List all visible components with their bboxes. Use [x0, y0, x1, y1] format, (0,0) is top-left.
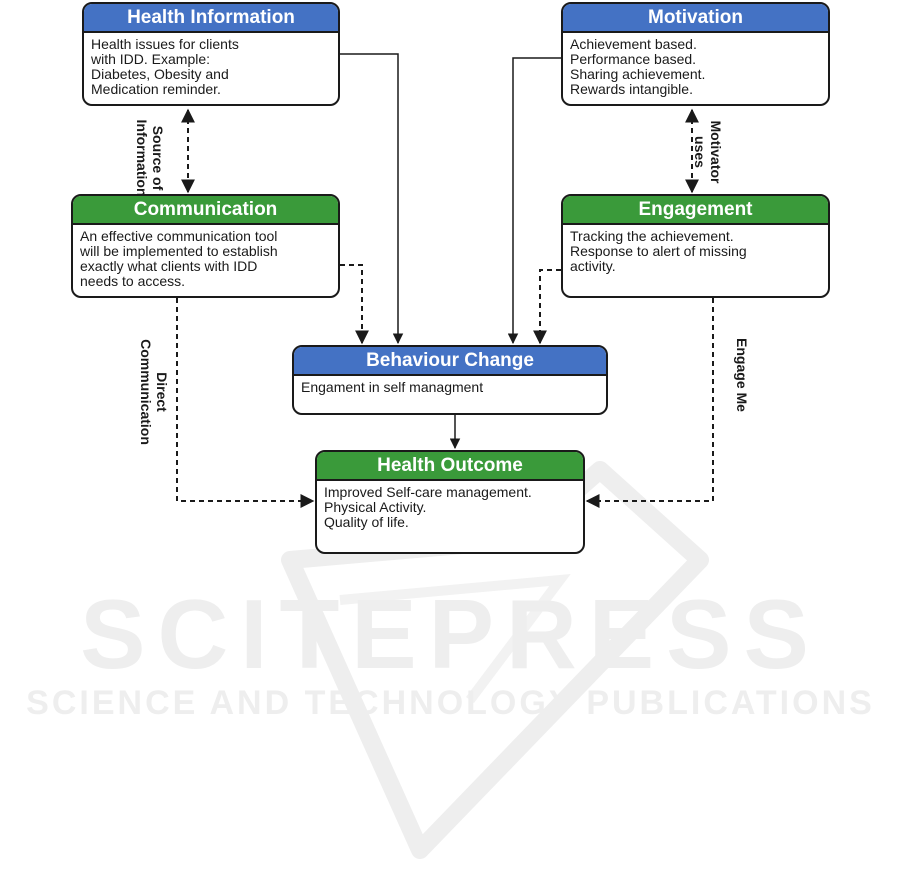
node-health-information: Health Information Health issues for cli… [82, 2, 340, 106]
body-line: Quality of life. [324, 514, 409, 530]
node-title: Engagement [563, 196, 828, 225]
body-line: will be implemented to establish [80, 243, 278, 259]
body-line: Rewards intangible. [570, 81, 693, 97]
body-line: Response to alert of missing [570, 243, 747, 259]
node-body: Achievement based. Performance based. Sh… [563, 33, 828, 101]
label-engage-me: Engage Me [734, 338, 750, 412]
label-direct-communication: Direct Communication [138, 339, 170, 445]
body-line: An effective communication tool [80, 228, 278, 244]
body-line: with IDD. Example: [91, 51, 211, 67]
label-source-of-information: Source of Information [134, 119, 166, 197]
body-line: Engament in self managment [301, 379, 484, 395]
node-title: Health Outcome [317, 452, 583, 481]
body-line: activity. [570, 258, 616, 274]
body-line: needs to access. [80, 273, 186, 289]
label-motivator-uses: Motivator uses [692, 120, 724, 184]
body-line: Improved Self-care management. [324, 484, 532, 500]
node-title: Communication [73, 196, 338, 225]
node-title: Health Information [84, 4, 338, 33]
edge-motivation-to-behaviour [507, 57, 561, 345]
node-body: Tracking the achievement. Response to al… [563, 225, 828, 278]
node-engagement: Engagement Tracking the achievement. Res… [561, 194, 830, 298]
node-title: Motivation [563, 4, 828, 33]
body-line: Performance based. [570, 51, 697, 67]
edge-engage-me [585, 298, 714, 508]
watermark-sub: SCIENCE AND TECHNOLOGY PUBLICATIONS [26, 684, 875, 722]
node-behaviour-change: Behaviour Change Engament in self managm… [292, 345, 608, 415]
body-line: Sharing achievement. [570, 66, 706, 82]
body-line: Physical Activity. [324, 499, 427, 515]
body-line: Achievement based. [570, 36, 697, 52]
node-motivation: Motivation Achievement based. Performanc… [561, 2, 830, 106]
edge-communication-to-behaviour [340, 264, 369, 345]
edge-engagement-to-behaviour [533, 269, 561, 345]
body-line: Medication reminder. [91, 81, 221, 97]
node-body: Health issues for clients with IDD. Exam… [84, 33, 338, 101]
edge-direct-communication [176, 298, 315, 508]
node-body: An effective communication tool will be … [73, 225, 338, 293]
node-body: Improved Self-care management. Physical … [317, 481, 583, 534]
node-body: Engament in self managment [294, 376, 606, 399]
edge-health-info-to-behaviour [340, 53, 404, 345]
node-health-outcome: Health Outcome Improved Self-care manage… [315, 450, 585, 554]
body-line: Tracking the achievement. [570, 228, 734, 244]
body-line: Diabetes, Obesity and [91, 66, 229, 82]
node-communication: Communication An effective communication… [71, 194, 340, 298]
node-title: Behaviour Change [294, 347, 606, 376]
body-line: exactly what clients with IDD [80, 258, 258, 274]
watermark-main: SCITEPRESS [80, 579, 821, 689]
body-line: Health issues for clients [91, 36, 239, 52]
